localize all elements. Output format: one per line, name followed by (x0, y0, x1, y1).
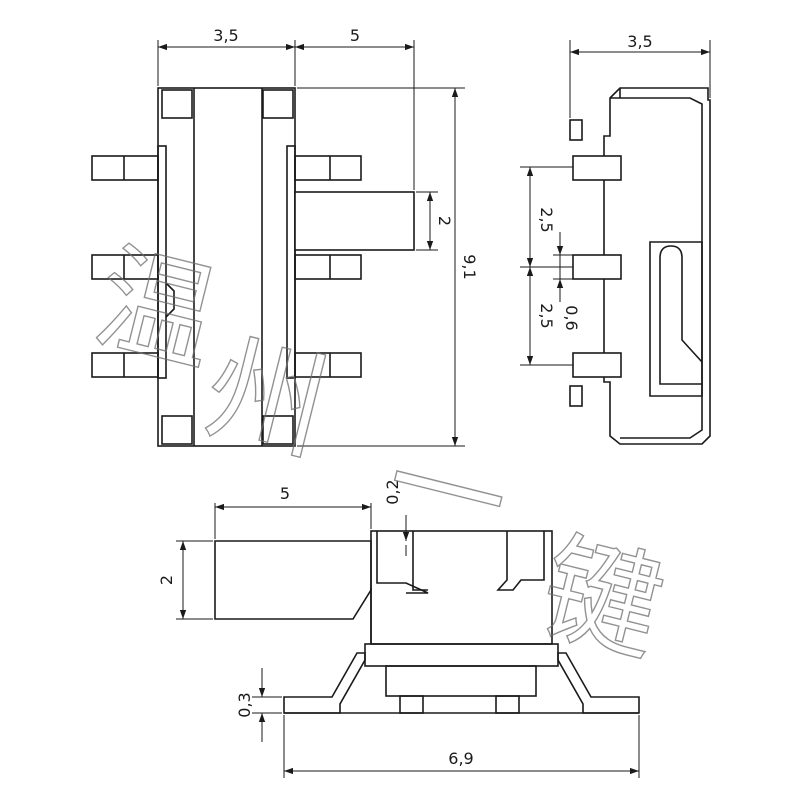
side-body-inner (610, 97, 703, 439)
side-slot-lever (659, 245, 703, 363)
front-peg (399, 695, 424, 714)
latch-mark (165, 282, 175, 318)
lead-left (283, 652, 366, 714)
side-standoff (569, 385, 583, 407)
actuator-top (294, 191, 415, 251)
side-standoff (569, 119, 583, 141)
watermark-char: 州 (193, 317, 341, 479)
dim-side-pin-width: 0,6 (562, 305, 581, 330)
dim-front-lead-thickness: 0,3 (235, 692, 254, 717)
side-view: 3,5 2,5 2,5 0,6 (520, 32, 711, 445)
corner-tab (262, 415, 294, 445)
dim-top-actuator-width: 2 (435, 216, 454, 226)
side-body-outline (603, 87, 711, 445)
watermark-char: 键 (528, 517, 676, 679)
lead-right (557, 652, 640, 714)
corner-tab (161, 89, 193, 119)
dim-front-actuator-length: 5 (280, 484, 290, 503)
dim-top-body-width: 3,5 (213, 26, 238, 45)
dim-side-pitch-lower: 2,5 (537, 303, 556, 328)
dim-top-body-length: 9,1 (460, 254, 479, 279)
side-pin (572, 155, 622, 181)
dim-front-overall-width: 6,9 (448, 749, 473, 768)
side-slot (649, 241, 703, 397)
dim-front-actuator-height: 2 (157, 575, 176, 585)
dim-front-offset: 0,2 (383, 479, 402, 504)
corner-tab (262, 89, 294, 119)
watermark-char: 温 (83, 227, 231, 389)
top-view: 3,5 5 2 9,1 (91, 26, 479, 447)
left-pins (91, 155, 159, 378)
front-lower-block (385, 665, 537, 697)
right-pins (294, 155, 362, 378)
corner-tab (161, 415, 193, 445)
actuator-front (214, 540, 372, 620)
dim-side-thickness: 3,5 (627, 32, 652, 51)
side-pin (572, 352, 622, 378)
watermark-char: 一 (373, 412, 521, 574)
watermark: 温 州 一 键 (82, 227, 676, 681)
dim-top-actuator-length: 5 (350, 26, 360, 45)
front-peg (495, 695, 520, 714)
side-pin (572, 254, 622, 280)
front-view: 5 0,2 2 0,3 6,9 (157, 479, 640, 778)
dim-side-pitch-upper: 2,5 (537, 207, 556, 232)
